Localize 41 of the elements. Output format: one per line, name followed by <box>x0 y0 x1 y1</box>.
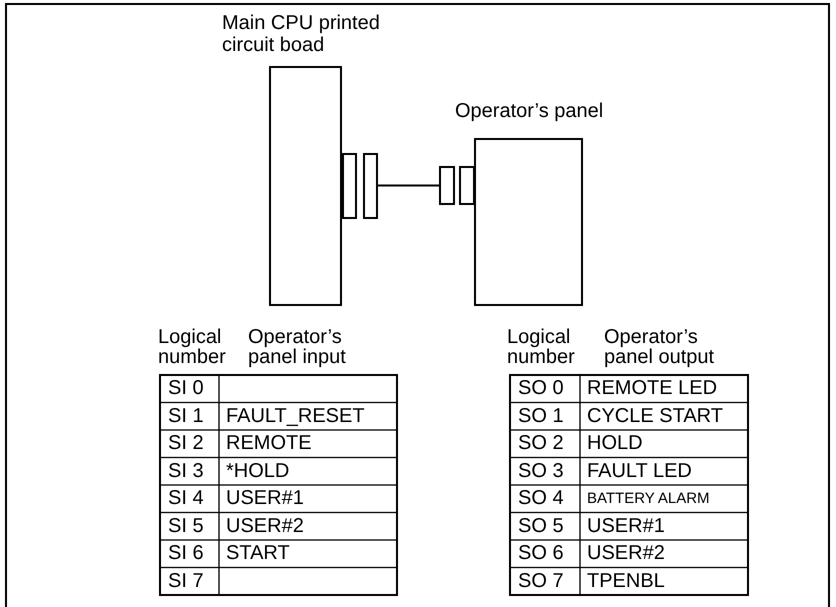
connector <box>439 166 455 205</box>
table-cell-text: FAULT LED <box>587 458 692 484</box>
cable-line <box>378 184 439 186</box>
table-cell-text: TPENBL <box>587 568 665 594</box>
board-label: Main CPU printed circuit boad <box>222 12 381 56</box>
table-cell-text: SI 4 <box>168 486 204 511</box>
table-cell-text: BATTERY ALARM <box>587 489 710 509</box>
column-heading: Logical number <box>507 327 576 367</box>
table-cell-text: USER#1 <box>587 514 665 538</box>
board-label: Operator’s panel <box>455 100 604 122</box>
table-cell-text: FAULT_RESET <box>226 404 365 428</box>
connector <box>342 153 357 219</box>
table-cell-text: SO 6 <box>518 541 564 566</box>
table-cell-text: SO 1 <box>518 404 564 428</box>
table-cell-text: SI 0 <box>168 376 204 401</box>
table-cell-text: USER#2 <box>587 541 665 566</box>
table-cell-text: SO 7 <box>518 568 564 594</box>
connector <box>363 153 378 219</box>
table-cell-text: SI 5 <box>168 514 204 538</box>
table-cell-text: SI 7 <box>168 568 204 594</box>
table-cell-text: SI 2 <box>168 431 204 456</box>
table-cell-text: REMOTE LED <box>587 376 718 401</box>
table-cell-text: SO 4 <box>518 486 564 511</box>
table-cell-text: SO 2 <box>518 431 564 456</box>
table-cell-text: HOLD <box>587 431 643 456</box>
table-cell-text: SI 1 <box>168 404 204 428</box>
table-cell-text: SO 5 <box>518 514 564 538</box>
table-cell-text: SI 6 <box>168 541 204 566</box>
table-cell-text: USER#2 <box>226 514 304 538</box>
column-heading: Logical number <box>158 327 227 367</box>
table-cell-text: *HOLD <box>226 458 290 484</box>
connector <box>459 166 475 205</box>
table-cell-text: SI 3 <box>168 458 204 484</box>
table-cell-text: START <box>226 541 290 566</box>
table-cell-text: USER#1 <box>226 486 304 511</box>
table-cell-text: SO 0 <box>518 376 564 401</box>
table-cell-text: REMOTE <box>226 431 312 456</box>
column-heading: Operator’s panel output <box>604 327 716 367</box>
column-heading: Operator’s panel input <box>248 327 347 367</box>
table-cell-text: SO 3 <box>518 458 564 484</box>
table-cell-text: CYCLE START <box>587 404 723 428</box>
